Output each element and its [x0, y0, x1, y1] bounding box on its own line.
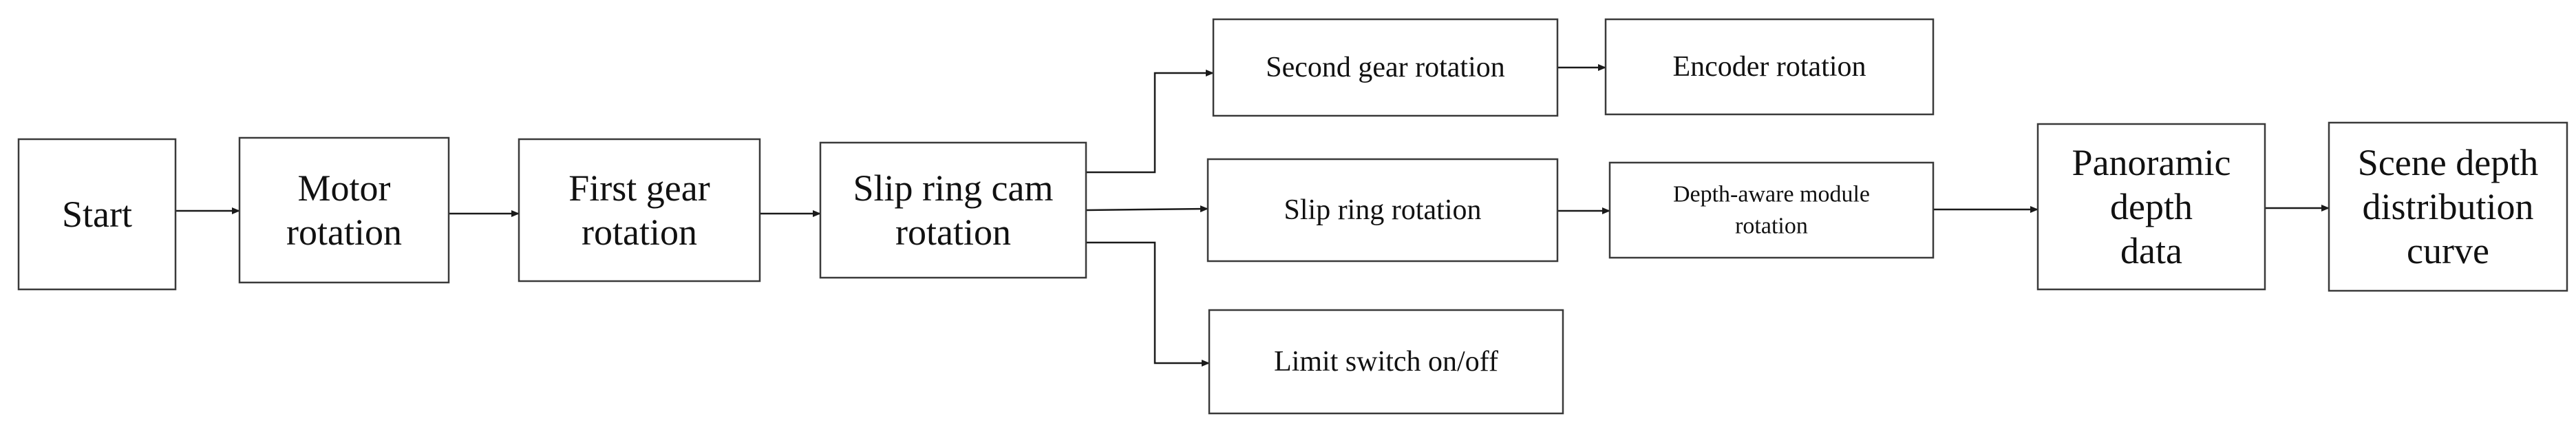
node-box [238, 136, 450, 284]
node-label-line: Second gear rotation [1266, 52, 1505, 83]
node-label-line: data [2120, 230, 2182, 271]
node-label-line: Limit switch on/off [1274, 346, 1498, 378]
node-box [17, 138, 177, 291]
node-label-line: Depth-aware module [1673, 182, 1870, 207]
node-box [1212, 18, 1559, 117]
node-label-line: Encoder rotation [1672, 51, 1866, 83]
node-label-line: Motor [298, 167, 391, 209]
node-box [1208, 309, 1564, 415]
node-start: Start [17, 138, 177, 291]
edge-cam-to-slipring [1085, 205, 1209, 213]
node-label-line: curve [2407, 230, 2489, 271]
node-label-line: rotation [1735, 214, 1808, 239]
node-label-line: First gear [568, 167, 710, 209]
node-limit: Limit switch on/off [1208, 309, 1564, 415]
node-label-line: rotation [582, 212, 697, 253]
node-label-line: rotation [286, 212, 402, 253]
node-label-line: depth [2110, 186, 2193, 227]
node-encoder: Encoder rotation [1604, 18, 1935, 116]
node-label-line: Scene depth [2358, 142, 2538, 183]
node-box [518, 138, 761, 283]
node-label-line: Slip ring cam [853, 167, 1054, 209]
node-box [819, 141, 1087, 279]
node-box [1206, 158, 1559, 263]
node-label-line: Start [62, 194, 132, 235]
node-gear2: Second gear rotation [1212, 18, 1559, 117]
node-box [2328, 121, 2568, 292]
node-box [1604, 18, 1935, 116]
node-slipring: Slip ring rotation [1206, 158, 1559, 263]
edge-cam-to-gear2 [1086, 70, 1214, 174]
node-box [2036, 123, 2266, 291]
node-label-line: Panoramic [2072, 142, 2231, 183]
node-label-line: Slip ring rotation [1284, 194, 1482, 226]
node-label-line: distribution [2362, 186, 2533, 227]
node-box [1608, 161, 1935, 259]
edge-cam-to-limit [1086, 241, 1210, 367]
node-depthmod: Depth-aware module rotation [1608, 161, 1935, 259]
node-label-line: rotation [895, 212, 1011, 253]
